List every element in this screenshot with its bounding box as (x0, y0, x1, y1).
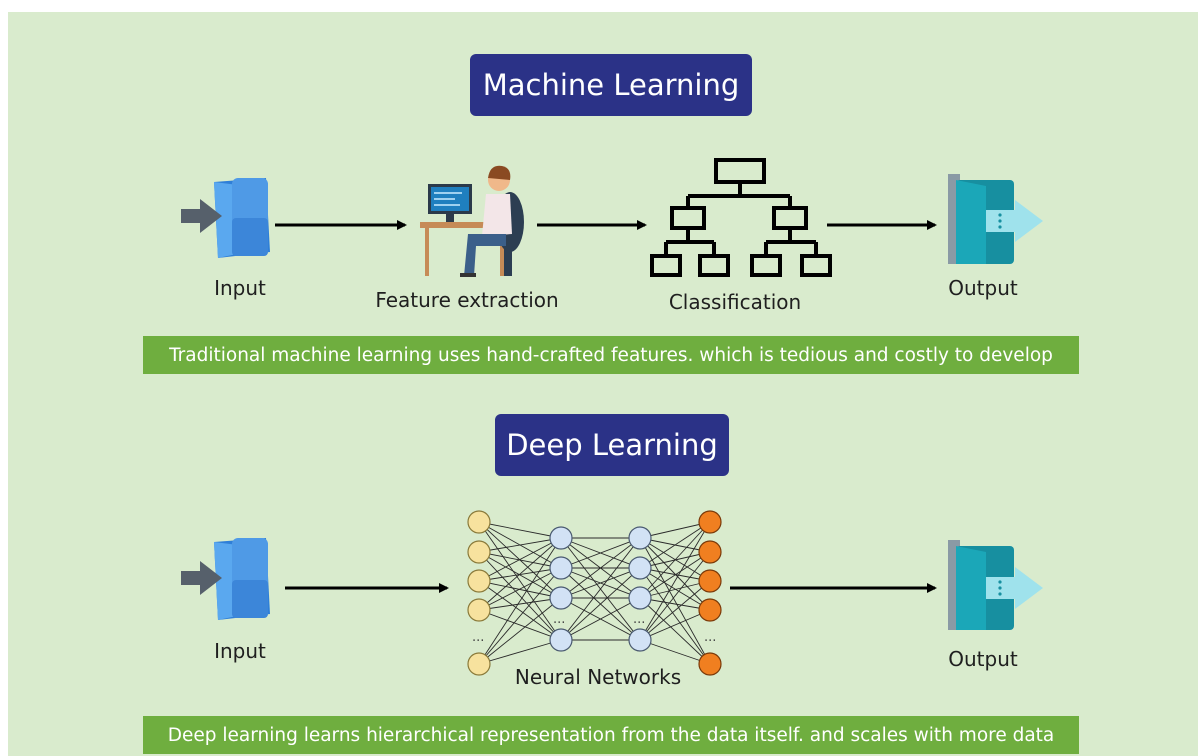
nn-edge (478, 537, 562, 665)
nn-hidden2-node (628, 526, 652, 550)
nn-input-node (467, 598, 491, 622)
nn-edge (560, 597, 641, 641)
person-at-computer-icon (420, 165, 524, 277)
nn-edge (478, 537, 562, 582)
nn-edge (639, 580, 711, 641)
nn-hidden2-node (628, 586, 652, 610)
nn-hidden1-node (549, 628, 573, 652)
nn-output-ellipsis: ... (704, 630, 717, 645)
nn-edge (478, 521, 562, 641)
nn-edge (639, 537, 711, 665)
dl-output-icon (948, 540, 1043, 630)
nn-output-node (698, 569, 722, 593)
nn-edge (639, 639, 711, 665)
nn-edge (639, 567, 711, 611)
nn-edge (639, 609, 711, 641)
nn-hidden2-ellipsis: ... (633, 612, 646, 627)
nn-edge (560, 537, 641, 641)
dl-neural-networks-label: Neural Networks (514, 665, 682, 689)
diagram-panel (8, 12, 1198, 756)
neural-network-edges (478, 521, 711, 665)
nn-edge (639, 521, 711, 539)
nn-edge (478, 551, 562, 599)
ml-feature-extraction-label: Feature extraction (375, 288, 559, 312)
nn-input-node (467, 569, 491, 593)
nn-input-ellipsis: ... (472, 630, 485, 645)
ml-input-icon (181, 178, 270, 258)
nn-hidden1-node (549, 556, 573, 580)
dl-title: Deep Learning (495, 414, 729, 476)
nn-edge (478, 551, 562, 641)
nn-edge (639, 580, 711, 599)
dl-input-icon (181, 538, 270, 620)
nn-hidden1-node (549, 526, 573, 550)
hierarchy-tree-icon (650, 158, 832, 277)
nn-input-node (467, 510, 491, 534)
ml-title: Machine Learning (470, 54, 752, 116)
dl-caption-banner: Deep learning learns hierarchical repres… (143, 716, 1079, 754)
nn-output-node (698, 510, 722, 534)
nn-edge (478, 597, 562, 665)
nn-edge (639, 521, 711, 599)
nn-edge (639, 521, 711, 569)
nn-edge (478, 521, 562, 539)
nn-edge (639, 597, 711, 611)
nn-hidden1-ellipsis: ... (553, 612, 566, 627)
nn-edge (639, 597, 711, 665)
nn-edge (478, 537, 562, 611)
nn-output-node (698, 598, 722, 622)
nn-edge (560, 537, 641, 599)
nn-input-node (467, 652, 491, 676)
ml-output-label: Output (948, 276, 1018, 300)
nn-edge (478, 537, 562, 553)
nn-edge (478, 609, 562, 641)
ml-classification-label: Classification (668, 290, 802, 314)
nn-edge (560, 567, 641, 599)
nn-hidden1-node (549, 586, 573, 610)
nn-edge (639, 521, 711, 641)
ml-output-icon (948, 174, 1043, 264)
ml-input-label: Input (214, 276, 266, 300)
nn-hidden2-node (628, 556, 652, 580)
nn-edge (478, 580, 562, 641)
dl-input-label: Input (214, 639, 266, 663)
nn-edge (560, 537, 641, 569)
ml-caption-banner: Traditional machine learning uses hand-c… (143, 336, 1079, 374)
nn-hidden2-node (628, 628, 652, 652)
dl-output-label: Output (948, 647, 1018, 671)
neural-network-nodes (467, 510, 722, 676)
nn-edge (478, 597, 562, 611)
nn-output-node (698, 652, 722, 676)
nn-edge (478, 639, 562, 665)
nn-edge (478, 567, 562, 665)
nn-edge (639, 551, 711, 599)
nn-input-node (467, 540, 491, 564)
nn-output-node (698, 540, 722, 564)
nn-edge (639, 537, 711, 611)
nn-edge (639, 567, 711, 665)
nn-edge (478, 567, 562, 611)
nn-edge (639, 551, 711, 641)
nn-edge (560, 567, 641, 641)
